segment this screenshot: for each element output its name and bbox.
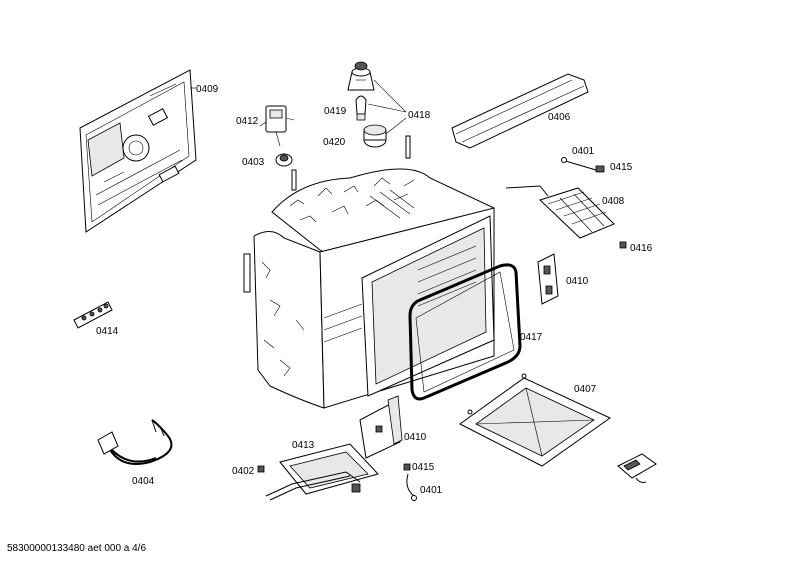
terminal-block-part: [73, 301, 113, 329]
bottom-heater-part: [265, 443, 379, 501]
label-0419: 0419: [324, 106, 347, 117]
thermostat-part: [259, 105, 295, 147]
clip-bracket-part: [617, 453, 657, 483]
label-0403: 0403: [242, 157, 265, 168]
label-0413: 0413: [292, 440, 315, 451]
label-0404: 0404: [132, 476, 155, 487]
leader-0418-b: [367, 103, 407, 113]
label-0414: 0414: [96, 326, 119, 337]
label-0408: 0408: [602, 196, 625, 207]
oven-cavity-part: [243, 135, 495, 409]
small-nut-part: [257, 465, 265, 473]
sensor-lower-part: [403, 463, 417, 501]
label-0417: 0417: [520, 332, 543, 343]
label-0410-lower: 0410: [404, 432, 427, 443]
nut-part: [619, 241, 627, 249]
label-0415-lower: 0415: [412, 462, 435, 473]
label-0416: 0416: [630, 243, 653, 254]
lamp-cover-part: [347, 61, 375, 91]
label-0407: 0407: [574, 384, 597, 395]
grill-element-part: [505, 185, 615, 239]
deflector-part: [451, 73, 589, 149]
document-footer-code: 58300000133480 aet 000 a 4/6: [7, 543, 147, 554]
sensor-top-part: [561, 157, 605, 173]
drip-tray-part: [459, 373, 611, 467]
label-0401-top: 0401: [572, 146, 595, 157]
label-0412: 0412: [236, 116, 259, 127]
label-0415-top: 0415: [610, 162, 633, 173]
door-seal-part: [408, 263, 522, 401]
label-0402: 0402: [232, 466, 255, 477]
lamp-bulb-part: [355, 95, 367, 121]
label-0406: 0406: [548, 112, 571, 123]
knob-part: [275, 153, 293, 167]
back-panel-part: [79, 69, 197, 233]
label-0420: 0420: [323, 137, 346, 148]
label-0418: 0418: [408, 110, 431, 121]
power-cable-part: [97, 419, 173, 465]
label-0410-right: 0410: [566, 276, 589, 287]
leader-0418-a: [373, 79, 407, 113]
leader-0418-c: [385, 117, 407, 135]
side-bracket-right-part: [537, 253, 559, 305]
lamp-socket-part: [363, 124, 387, 148]
label-0409: 0409: [196, 84, 219, 95]
label-0401-lower: 0401: [420, 485, 443, 496]
side-bracket-lower-part: [359, 395, 403, 459]
